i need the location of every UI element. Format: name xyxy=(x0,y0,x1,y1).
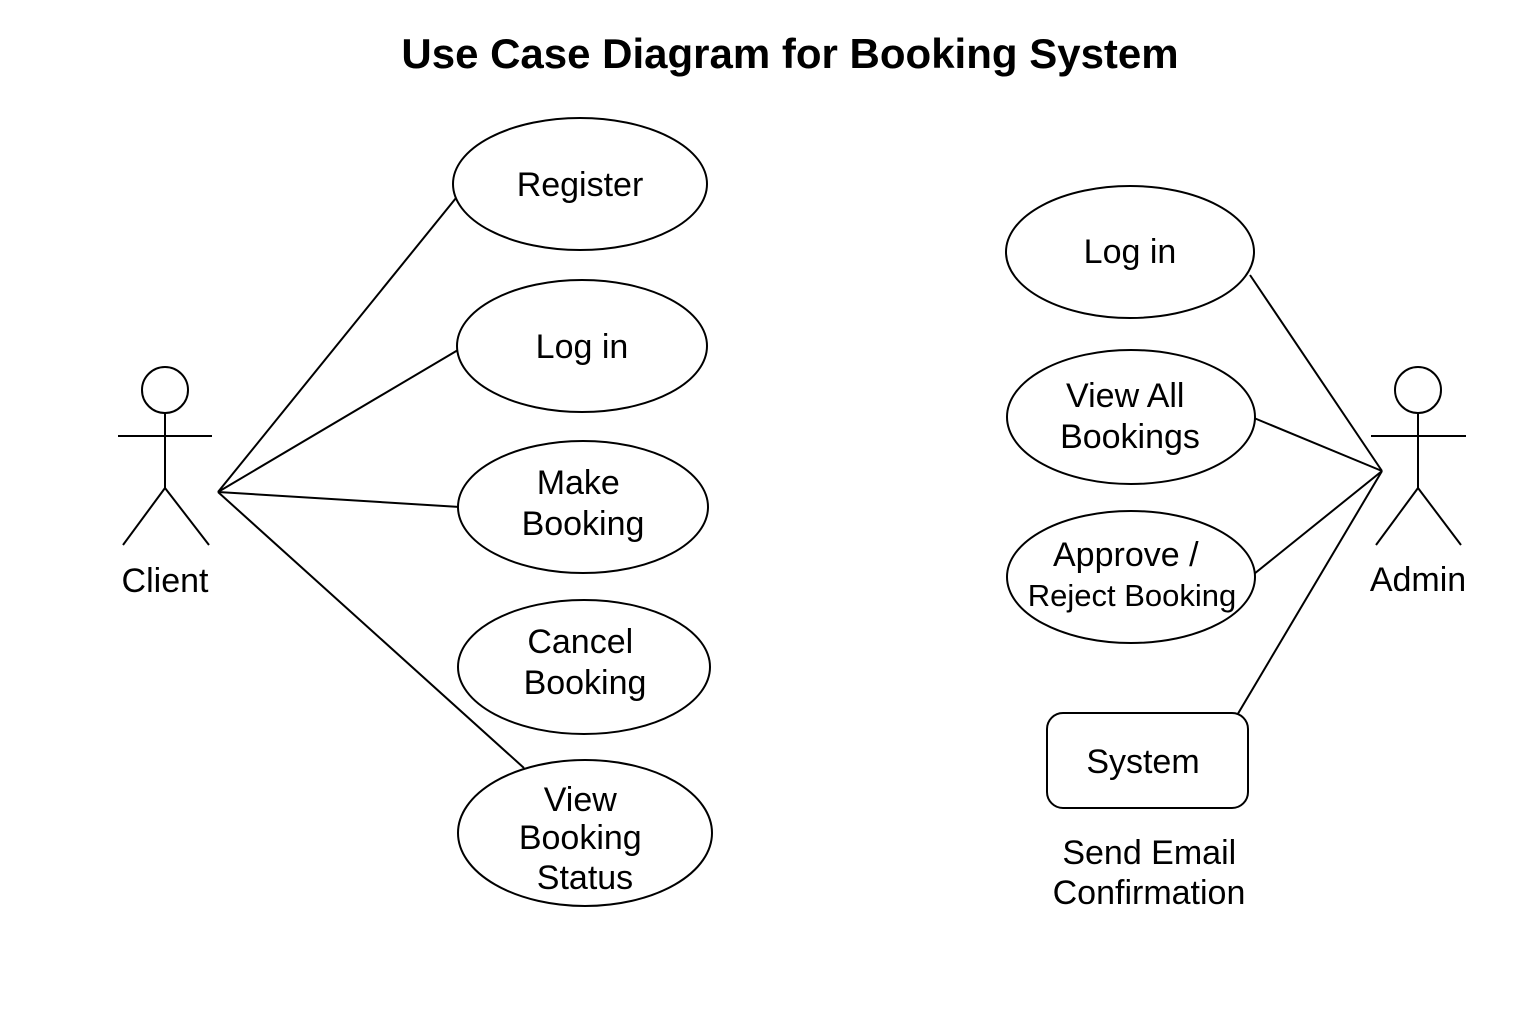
client-actor-left-leg xyxy=(122,487,166,546)
use-case-approve-reject-booking-line-2: Reject Booking xyxy=(1028,578,1237,613)
system-box-caption-line-2: Confirmation xyxy=(1053,874,1246,912)
use-case-view-booking-status-ellipse xyxy=(457,759,713,907)
use-case-make-booking-line-2: Booking xyxy=(522,505,645,543)
client-actor-right-leg xyxy=(164,487,210,546)
association-client-login xyxy=(217,349,459,493)
use-case-admin-login-line-1: Log in xyxy=(1084,233,1177,271)
association-admin-login xyxy=(1249,274,1383,472)
use-case-cancel-booking-line-1: Cancel xyxy=(527,623,633,661)
use-case-view-booking-status-line-3: Status xyxy=(537,859,633,897)
use-case-view-all-bookings-line-2: Bookings xyxy=(1060,418,1200,456)
admin-actor-label: Admin xyxy=(1370,561,1466,599)
system-box-caption: Send Email Confirmation xyxy=(1053,834,1246,912)
system-box-rect xyxy=(1046,712,1249,809)
association-admin-approve-reject-booking xyxy=(1253,470,1383,575)
admin-actor: Admin xyxy=(1370,366,1466,599)
association-admin-view-all-bookings xyxy=(1253,417,1383,472)
use-case-client-login: Log in xyxy=(456,279,708,413)
client-associations xyxy=(217,197,525,769)
use-case-cancel-booking: Cancel Booking xyxy=(457,599,711,735)
use-case-register: Register xyxy=(452,117,708,251)
use-case-view-all-bookings-ellipse xyxy=(1006,349,1256,485)
association-client-make-booking xyxy=(217,491,461,508)
use-case-register-label: Register xyxy=(517,166,644,204)
admin-associations xyxy=(1235,274,1383,718)
association-admin-system xyxy=(1235,470,1383,718)
use-case-view-booking-status-label: View Booking Status xyxy=(519,781,651,897)
use-case-admin-login: Log in xyxy=(1005,185,1255,319)
client-actor: Client xyxy=(118,366,212,600)
use-case-register-line-1: Register xyxy=(517,166,644,204)
use-case-approve-reject-booking-label: Approve / Reject Booking xyxy=(1028,536,1237,613)
use-case-view-booking-status: View Booking Status xyxy=(457,759,713,907)
use-case-admin-login-ellipse xyxy=(1005,185,1255,319)
use-case-approve-reject-booking-ellipse xyxy=(1006,510,1256,644)
use-case-make-booking: Make Booking xyxy=(457,440,709,574)
admin-actor-head xyxy=(1394,366,1442,414)
system-box: System xyxy=(1046,712,1249,809)
system-box-label: System xyxy=(1086,743,1199,781)
admin-actor-right-leg xyxy=(1417,487,1462,546)
use-case-view-all-bookings-line-1: View All xyxy=(1066,377,1184,415)
use-case-register-ellipse xyxy=(452,117,708,251)
system-box-caption-line-1: Send Email xyxy=(1062,834,1236,872)
client-actor-head xyxy=(141,366,189,414)
use-case-view-booking-status-line-2: Booking xyxy=(519,819,642,857)
use-case-view-all-bookings: View All Bookings xyxy=(1006,349,1256,485)
use-case-cancel-booking-ellipse xyxy=(457,599,711,735)
association-client-register xyxy=(217,197,457,493)
use-case-approve-reject-booking-line-1: Approve / xyxy=(1053,536,1199,574)
use-case-make-booking-ellipse xyxy=(457,440,709,574)
use-case-client-login-line-1: Log in xyxy=(536,328,629,366)
use-case-view-all-bookings-label: View All Bookings xyxy=(1060,377,1200,456)
client-actor-label: Client xyxy=(122,562,209,600)
use-case-make-booking-label: Make Booking xyxy=(522,464,645,543)
use-case-admin-login-label: Log in xyxy=(1084,233,1177,271)
use-case-client-login-label: Log in xyxy=(536,328,629,366)
diagram-title: Use Case Diagram for Booking System xyxy=(401,30,1178,77)
use-case-make-booking-line-1: Make xyxy=(537,464,620,502)
association-client-view-booking-status xyxy=(217,491,525,769)
use-case-view-booking-status-line-1: View xyxy=(544,781,618,819)
use-case-client-login-ellipse xyxy=(456,279,708,413)
use-case-cancel-booking-label: Cancel Booking xyxy=(524,623,647,702)
use-case-cancel-booking-line-2: Booking xyxy=(524,664,647,702)
use-case-approve-reject-booking: Approve / Reject Booking xyxy=(1006,510,1256,644)
admin-actor-left-leg xyxy=(1375,487,1419,546)
